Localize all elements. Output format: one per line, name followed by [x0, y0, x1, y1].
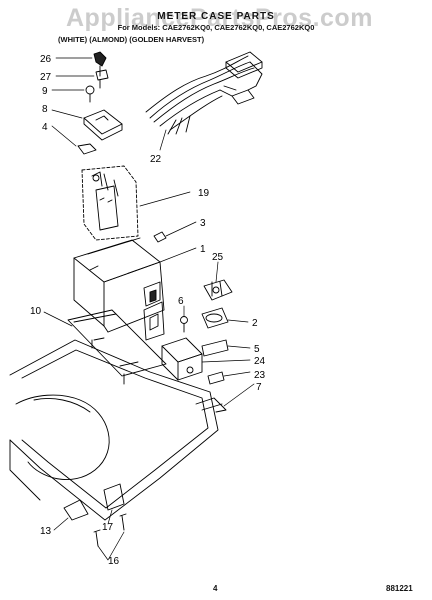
callout-4: 4: [42, 122, 48, 133]
part-1-meter-case: [73, 237, 165, 341]
part-7-bracket: [195, 397, 227, 413]
part-27-bolt: [95, 69, 109, 89]
callout-17: 17: [102, 522, 114, 533]
part-26-knob: [93, 51, 107, 77]
model-list: For Models: CAE2762KQ0, CAE2762KQ0, CAE2…: [117, 23, 315, 32]
document-code: 881221: [386, 584, 413, 593]
diagram-title: METER CASE PARTS: [157, 11, 275, 22]
callout-2: 2: [252, 318, 258, 329]
part-2-cup: [201, 307, 229, 329]
washer-top-outline: [9, 339, 219, 521]
callout-8: 8: [42, 104, 48, 115]
part-19-bracket: [81, 165, 139, 241]
callout-labels: 26 27 9 8 4 22 19 3 1 25 6 2 10 5 24 23 …: [30, 54, 266, 567]
callout-1: 1: [200, 244, 206, 255]
callout-27: 27: [40, 72, 52, 83]
part-5-switch: [201, 339, 229, 357]
callout-16: 16: [108, 556, 120, 567]
leader-lines: [43, 57, 255, 561]
part-24-block: [161, 337, 203, 381]
part-9-screw: [85, 85, 95, 103]
part-17-foot: [103, 483, 125, 511]
callout-13: 13: [40, 526, 52, 537]
callout-10: 10: [30, 306, 42, 317]
callout-7: 7: [256, 382, 262, 393]
callout-23: 23: [254, 370, 266, 381]
callout-22: 22: [150, 154, 162, 165]
callout-6: 6: [178, 296, 184, 307]
page-number: 4: [213, 584, 218, 593]
part-16-screws: [93, 513, 127, 547]
callout-9: 9: [42, 86, 48, 97]
watermark: AppliancePartsPros.com: [66, 4, 373, 32]
callout-26: 26: [40, 54, 52, 65]
part-23-pin: [207, 371, 225, 385]
callout-19: 19: [198, 188, 210, 199]
callout-25: 25: [212, 252, 224, 263]
part-6-screw: [180, 316, 188, 333]
part-13-foot: [63, 499, 89, 521]
part-25-bracket: [203, 279, 233, 301]
color-list: (WHITE) (ALMOND) (GOLDEN HARVEST): [58, 35, 205, 44]
part-4-clip: [77, 143, 97, 155]
part-22-wire-harness: [145, 51, 263, 135]
callout-3: 3: [200, 218, 206, 229]
callout-24: 24: [254, 356, 266, 367]
part-3-screw: [153, 231, 167, 243]
part-8-block: [83, 109, 123, 141]
callout-5: 5: [254, 344, 260, 355]
part-10-base-plate: [67, 309, 167, 385]
